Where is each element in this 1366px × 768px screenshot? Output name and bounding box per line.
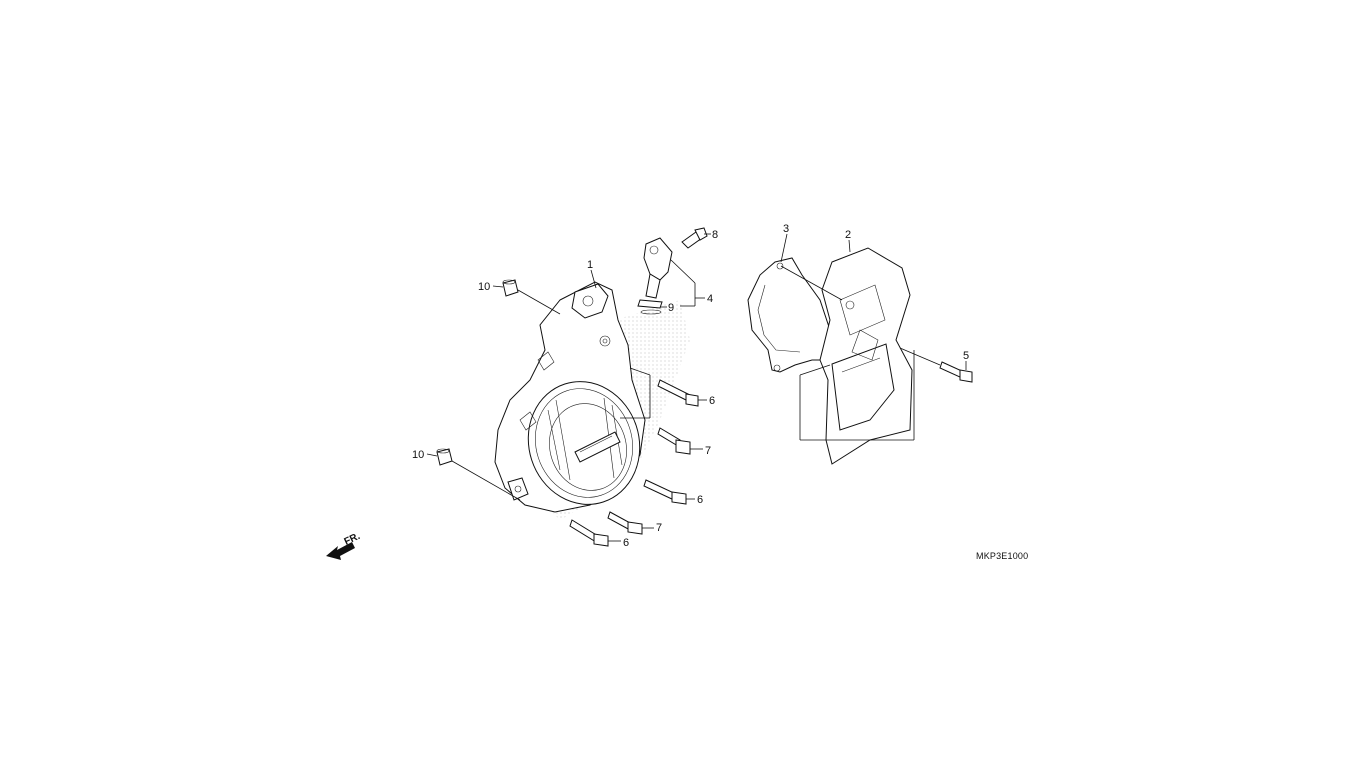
- diagram-code: MKP3E1000: [976, 551, 1029, 561]
- bolt-6-upper: [657, 379, 699, 407]
- callout-4: 4: [707, 293, 713, 305]
- bolt-8: [681, 227, 708, 249]
- bolt-6-middle: [643, 479, 687, 505]
- callout-6-lower: 6: [623, 537, 629, 549]
- front-direction-arrow: FR.: [326, 531, 362, 560]
- callout-7-upper: 7: [705, 445, 711, 457]
- dowel-collar-10-lower: [436, 448, 453, 466]
- callout-3: 3: [783, 223, 789, 235]
- bolt-6-lower: [569, 519, 609, 547]
- callout-6-middle: 6: [697, 494, 703, 506]
- bolt-7-lower: [607, 511, 643, 535]
- callout-8: 8: [712, 229, 718, 241]
- gasket-3: [747, 257, 831, 373]
- leader-lines: [426, 233, 967, 542]
- sprocket-cover-2: [819, 247, 913, 465]
- front-direction-label: FR.: [343, 531, 362, 548]
- callout-2: 2: [845, 229, 851, 241]
- callout-labels: 1 2 3 4 5 6 6 6 7 7 8 9 10 10: [412, 223, 969, 549]
- bolt-7-upper: [657, 427, 691, 455]
- callout-1: 1: [587, 259, 593, 271]
- dowel-collar-10-upper: [502, 279, 519, 297]
- callout-9: 9: [668, 302, 674, 314]
- sensor-assembly: [637, 237, 673, 315]
- callout-10-lower: 10: [412, 449, 424, 461]
- bolt-5: [939, 361, 973, 383]
- callout-7-lower: 7: [656, 522, 662, 534]
- callout-6-upper: 6: [709, 395, 715, 407]
- left-crankcase-cover: [494, 281, 690, 520]
- callout-5: 5: [963, 350, 969, 362]
- callout-10-upper: 10: [478, 281, 490, 293]
